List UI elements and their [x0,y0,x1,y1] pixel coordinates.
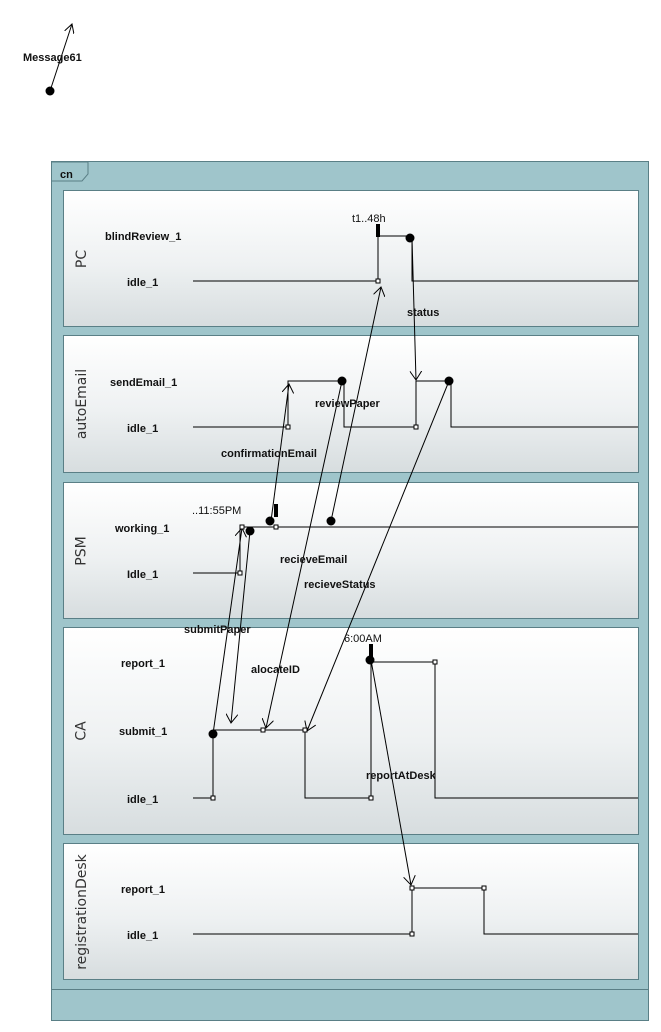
message-origin-dot [208,729,218,739]
junction-square [409,885,415,891]
message-label: recieveStatus [304,579,376,591]
junction-square [237,570,243,576]
state-label: submit_1 [119,726,167,738]
junction-square [273,524,279,530]
lost-message-dot [45,86,55,96]
junction-square [285,424,291,430]
constraint-label: 6:00AM [344,633,382,645]
message-recieveemail[interactable] [266,380,343,728]
message-origin-dot [405,233,415,243]
message-confirmationemail[interactable] [270,384,289,522]
junction-square [409,931,415,937]
frame-footer [52,989,648,1020]
constraint-label: t1..48h [352,213,386,225]
message-origin-dot [444,376,454,386]
constraint-marker [274,504,278,517]
message-recievestatus[interactable] [307,380,450,731]
state-label: report_1 [121,658,165,670]
constraint-label: ..11:55PM [192,505,241,517]
junction-square [368,795,374,801]
state-label: idle_1 [127,423,158,435]
lane-psm: PSM [63,482,639,619]
message-origin-dot [245,526,255,536]
timing-frame: PC autoEmail PSM CA registrationDesk [51,161,649,1021]
state-label: report_1 [121,884,165,896]
lifeline-pc [193,235,638,282]
message-origin-dot [337,376,347,386]
message-label: status [407,307,439,319]
junction-square [413,424,419,430]
message-origin-dot [365,655,375,665]
message-label: confirmationEmail [221,448,317,460]
constraint-marker [376,224,380,237]
junction-square [375,278,381,284]
state-label: idle_1 [127,930,158,942]
message-status[interactable] [412,237,416,380]
lifeline-ca [193,661,638,799]
message-label: alocateID [251,664,300,676]
lost-message-label: Message61 [23,52,82,64]
junction-square [302,727,308,733]
lane-registrationdesk: registrationDesk [63,843,639,980]
state-label: blindReview_1 [105,231,181,243]
state-label: idle_1 [127,794,158,806]
message-reportatdesk[interactable] [370,659,411,885]
junction-square [481,885,487,891]
state-label: working_1 [114,523,169,535]
state-label: sendEmail_1 [110,377,177,389]
state-label: Idle_1 [127,569,158,581]
lane-ca: CA [63,627,639,835]
message-label: submitPaper [184,624,251,636]
message-label: reportAtDesk [366,770,437,782]
message-alocateid[interactable] [231,530,251,723]
lost-message-arrow[interactable] [49,24,72,92]
junction-square [210,795,216,801]
lifeline-psm [193,526,638,574]
message-submitpaper[interactable] [212,528,242,735]
frame-tab [51,161,89,182]
lifeline-autoemail [193,380,638,428]
lane-autoemail: autoEmail [63,335,639,473]
message-label: reviewPaper [315,398,381,410]
frame-name: cn [60,169,73,181]
message-origin-dot [265,516,275,526]
junction-square [239,524,245,530]
lost-message-glyph: Message61 [23,0,82,96]
state-label: idle_1 [127,277,158,289]
junction-square [260,727,266,733]
lifeline-registrationdesk [193,887,638,935]
message-origin-dot [326,516,336,526]
message-reviewpaper[interactable] [330,287,381,522]
constraint-marker [369,644,373,657]
message-label: recieveEmail [280,554,347,566]
lane-pc: PC [63,190,639,327]
junction-square [432,659,438,665]
